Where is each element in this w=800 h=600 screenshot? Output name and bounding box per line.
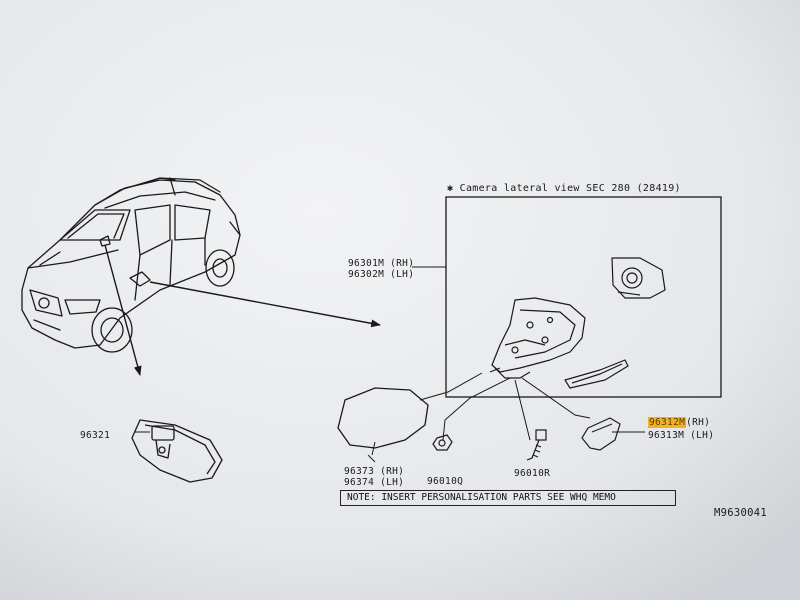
mirror-assembly-drawing xyxy=(489,257,666,389)
part-label-96373: 96373 (RH) xyxy=(344,466,405,477)
inside-mirror-drawing xyxy=(131,419,223,483)
screw-drawing xyxy=(526,429,547,461)
detail-view-box xyxy=(445,196,722,398)
mirror-cover-drawing xyxy=(581,417,621,451)
arrow-to-inside-mirror xyxy=(104,244,142,376)
part-label-96301m: 96301M (RH) xyxy=(348,258,415,269)
mirror-glass-drawing xyxy=(337,387,429,449)
note-box: NOTE: INSERT PERSONALISATION PARTS SEE W… xyxy=(340,490,676,506)
arrow-to-mirror-detail xyxy=(149,281,381,328)
detail-view-title: ✱ Camera lateral view SEC 280 (28419) xyxy=(447,183,681,194)
car-illustration xyxy=(21,177,241,353)
part-label-96010q: 96010Q xyxy=(427,476,464,487)
part-label-96312m: 96312M(RH) xyxy=(648,417,711,428)
part-label-96302m: 96302M (LH) xyxy=(348,269,415,280)
nut-drawing xyxy=(432,434,453,451)
part-label-96374: 96374 (LH) xyxy=(344,477,405,488)
drawing-code: M9630041 xyxy=(714,507,767,519)
part-label-96313m: 96313M (LH) xyxy=(648,430,715,441)
part-label-96010r: 96010R xyxy=(514,468,551,479)
highlighted-part-number: 96312M xyxy=(648,417,687,428)
part-label-96321: 96321 xyxy=(80,430,111,441)
